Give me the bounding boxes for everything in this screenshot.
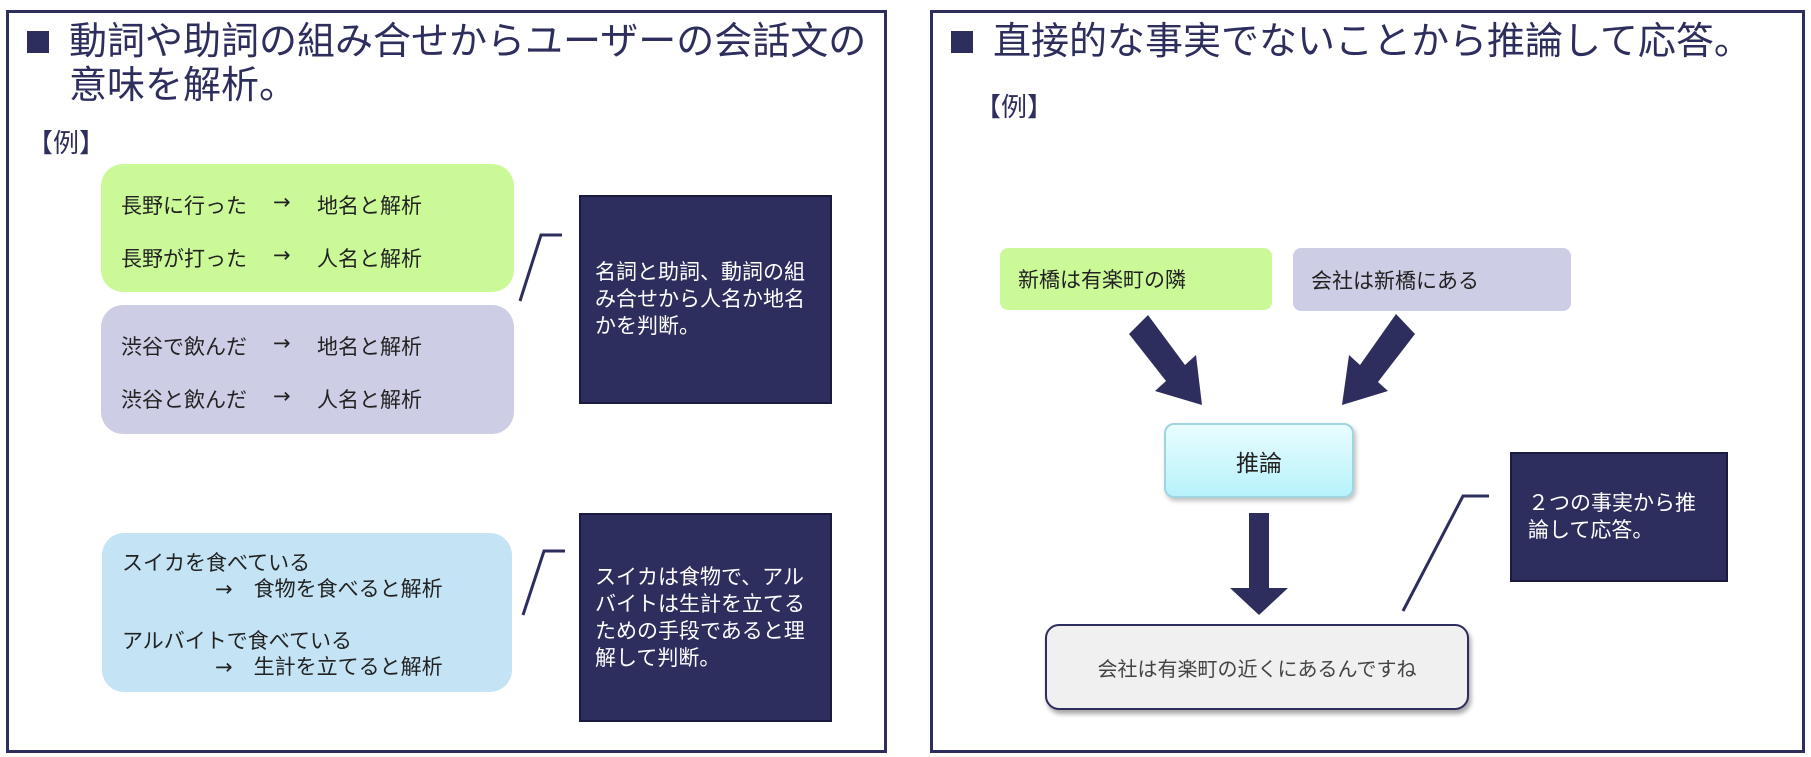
inference-text: 推論 xyxy=(1236,450,1282,477)
callout-leader-line xyxy=(1401,494,1489,612)
left-slide-panel: 動詞や助詞の組み合せからユーザーの会話文の 意味を解析。 【例】 長野に行った … xyxy=(6,10,887,753)
example-result: 人名と解析 xyxy=(317,247,422,271)
left-title: 動詞や助詞の組み合せからユーザーの会話文の 意味を解析。 xyxy=(69,19,879,107)
arrow-glyph: → xyxy=(273,190,291,214)
right-example-label: 【例】 xyxy=(975,93,1054,123)
callout-leader-lines xyxy=(518,233,565,616)
example-result: 地名と解析 xyxy=(317,335,422,359)
fact-text: 会社は新橋にある xyxy=(1311,268,1479,293)
right-slide-panel: 直接的な事実でないことから推論して応答。 【例】 新橋は有楽町の隣 会社は新橋に… xyxy=(930,10,1805,753)
fact-text: 新橋は有楽町の隣 xyxy=(1018,268,1186,292)
example-text: 長野が打った xyxy=(121,247,247,271)
fact-box-shimbashi: 新橋は有楽町の隣 xyxy=(1000,248,1272,310)
example-text: 長野に行った xyxy=(121,194,247,218)
down-left-arrow-icon xyxy=(1342,314,1415,405)
callout-leader-line-1 xyxy=(518,233,562,302)
title-bullet-square xyxy=(951,31,973,53)
example-result: 地名と解析 xyxy=(317,194,422,218)
response-box: 会社は有楽町の近くにあるんですね xyxy=(1045,624,1469,710)
shibuya-example-box: 渋谷で飲んだ → 地名と解析 渋谷と飲んだ → 人名と解析 xyxy=(101,305,514,434)
meaning-callout-text: スイカは食物で、アルバイトは生計を立てるための手段であると理解して判断。 xyxy=(595,564,805,670)
arrow-glyph: → xyxy=(273,331,291,355)
meaning-callout-box: スイカは食物で、アルバイトは生計を立てるための手段であると理解して判断。 xyxy=(579,513,832,722)
callout-leader-line-2 xyxy=(521,549,565,616)
meaning-example-box: スイカを食べている → 食物を食べると解析 アルバイトで食べている → 生計を立… xyxy=(102,533,512,692)
inference-callout-box: ２つの事実から推論して応答。 xyxy=(1510,452,1728,582)
grammar-callout-text: 名詞と助詞、動詞の組み合せから人名か地名かを判断。 xyxy=(595,260,805,338)
example-result: → 食物を食べると解析 xyxy=(215,577,443,601)
fact-box-company: 会社は新橋にある xyxy=(1293,248,1571,311)
left-example-label: 【例】 xyxy=(27,129,106,159)
left-title-line2: 意味を解析。 xyxy=(69,63,298,107)
title-bullet-square xyxy=(27,31,49,53)
right-title: 直接的な事実でないことから推論して応答。 xyxy=(993,19,1752,63)
example-text: アルバイトで食べている xyxy=(122,629,352,653)
arrow-glyph: → xyxy=(273,243,291,267)
example-text: 渋谷と飲んだ xyxy=(121,388,247,412)
inference-callout-text: ２つの事実から推論して応答。 xyxy=(1528,491,1696,542)
example-result: → 生計を立てると解析 xyxy=(215,655,443,679)
inference-box: 推論 xyxy=(1164,423,1354,498)
down-right-arrow-icon xyxy=(1129,315,1202,405)
grammar-callout-box: 名詞と助詞、動詞の組み合せから人名か地名かを判断。 xyxy=(579,195,832,404)
diagram-arrows xyxy=(1129,314,1489,615)
response-text: 会社は有楽町の近くにあるんですね xyxy=(1097,656,1417,681)
example-text: 渋谷で飲んだ xyxy=(121,335,247,359)
example-result: 人名と解析 xyxy=(317,388,422,412)
left-title-line1: 動詞や助詞の組み合せからユーザーの会話文の xyxy=(69,19,867,63)
place-name-example-box: 長野に行った → 地名と解析 長野が打った → 人名と解析 xyxy=(101,164,514,292)
arrow-glyph: → xyxy=(273,384,291,408)
down-arrow-icon xyxy=(1230,513,1288,615)
example-text: スイカを食べている xyxy=(122,551,311,575)
